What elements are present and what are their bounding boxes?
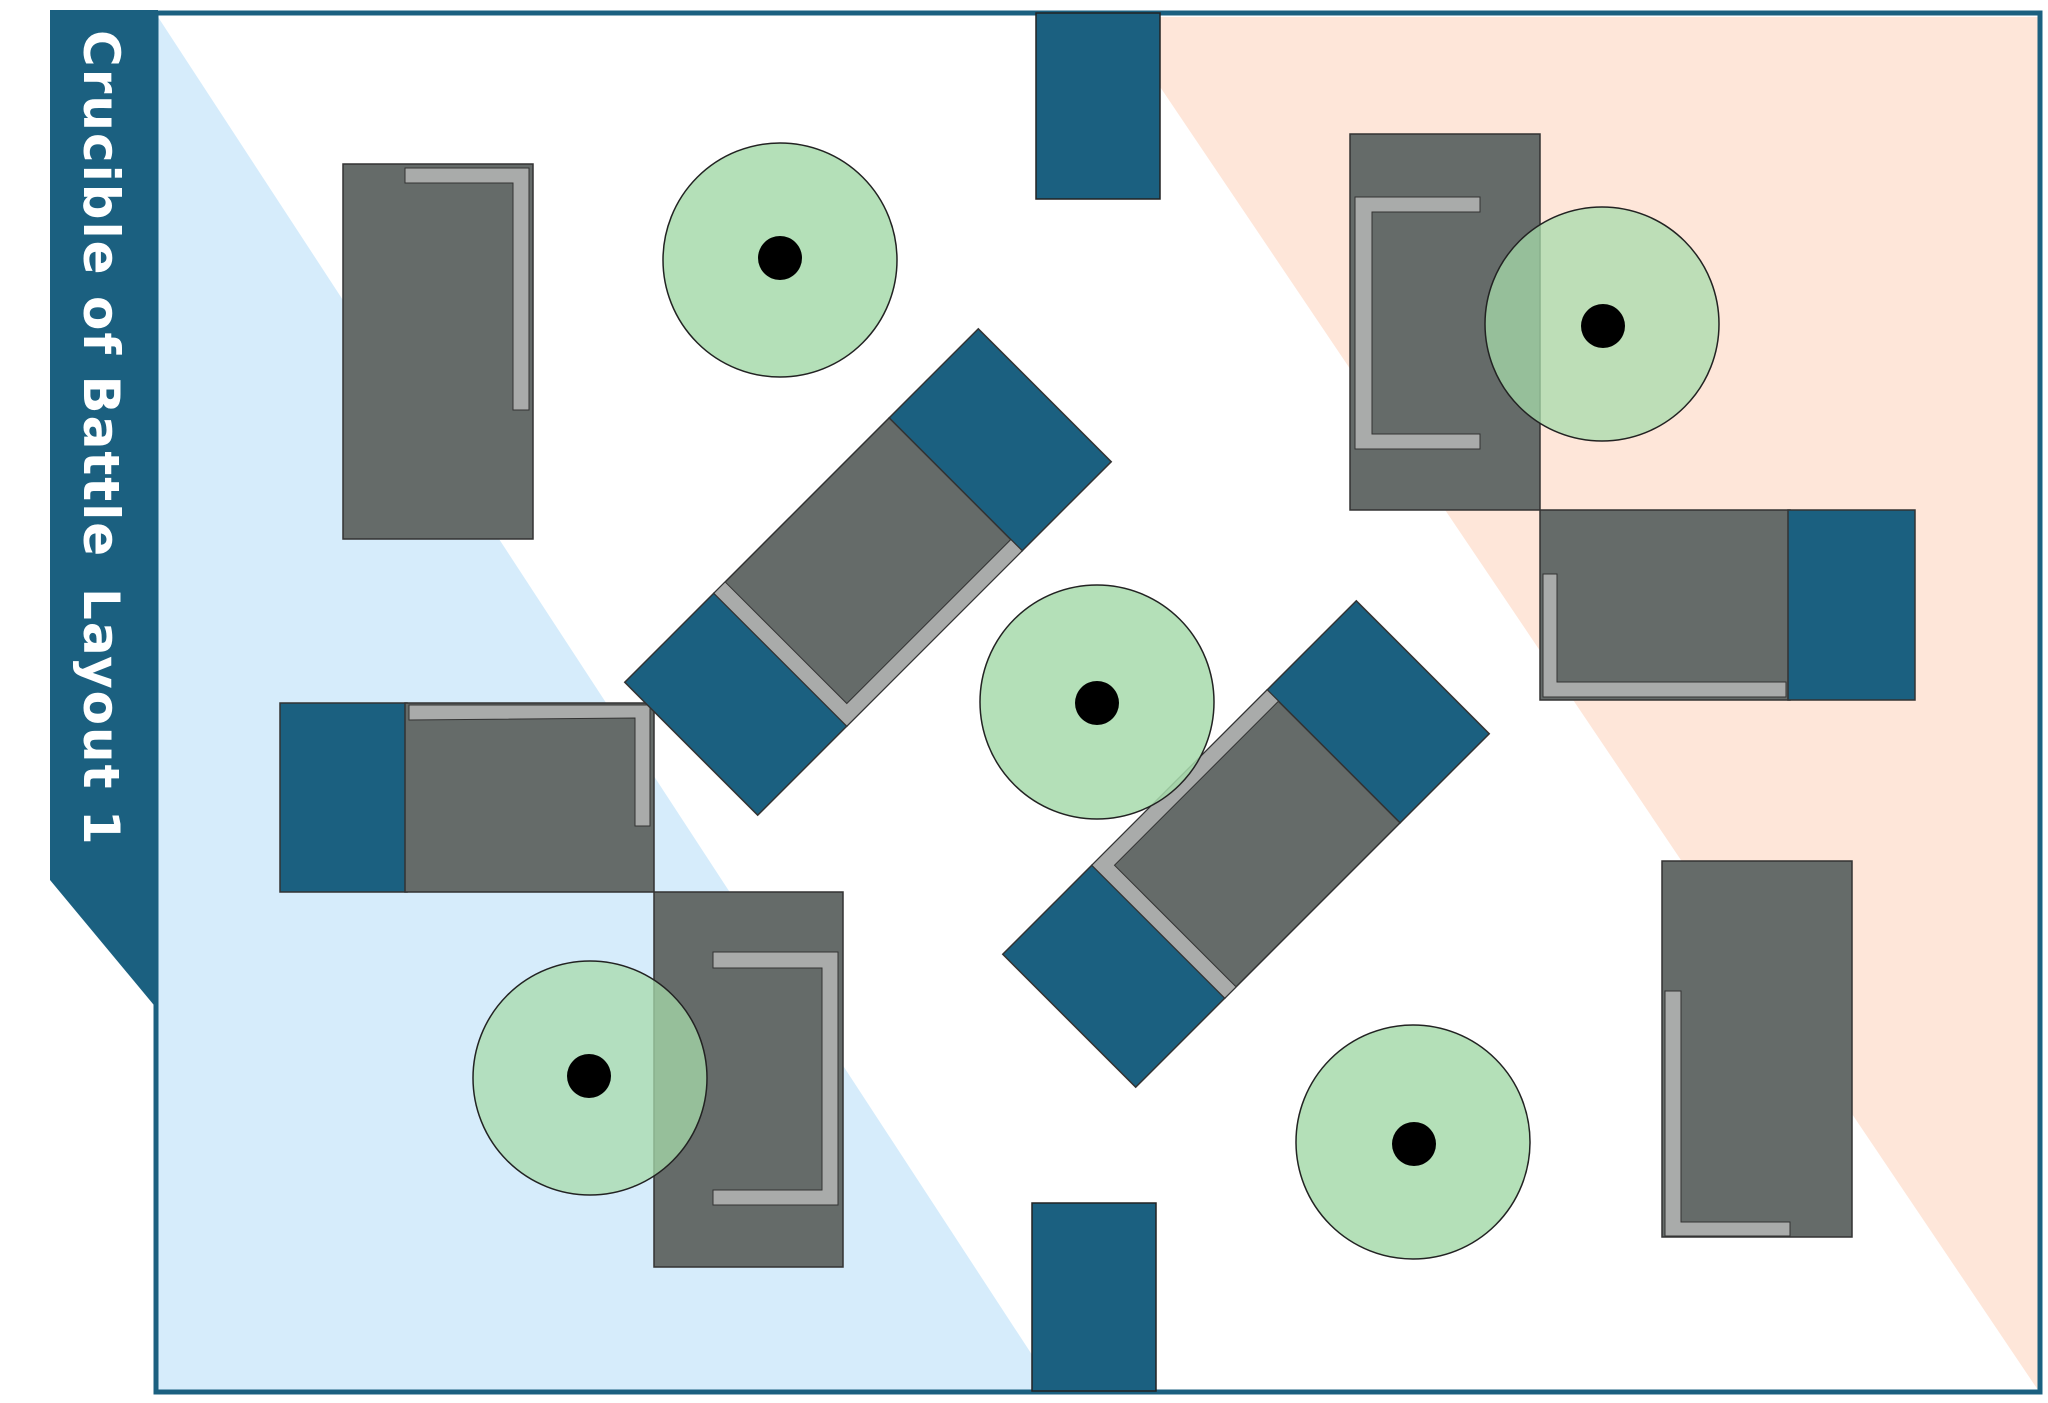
blocker-bottom-center [1031, 1202, 1157, 1392]
map-title: Crucible of Battle [72, 30, 130, 558]
ruin-top-left [342, 163, 534, 540]
objective-marker [758, 236, 802, 280]
blocker-top-center [1035, 12, 1161, 200]
title-banner-shape [50, 10, 158, 1010]
ruin-mid-right [1539, 509, 1916, 701]
ruin-mid-left [279, 702, 655, 893]
objective-marker [1581, 304, 1625, 348]
objective-bottom-right [1295, 1024, 1531, 1260]
objective-bottom-left [472, 960, 708, 1196]
title-banner: Crucible of Battle Layout 1 [50, 10, 158, 1010]
objective-marker [1075, 681, 1119, 725]
ruin-top-right [1349, 133, 1541, 511]
objective-top-right [1484, 206, 1720, 442]
ruin-bottom-right [1661, 860, 1853, 1238]
objective-top-left [662, 142, 898, 378]
ruin-center-lower [1001, 599, 1491, 1089]
objective-marker [1392, 1122, 1436, 1166]
objective-marker [567, 1054, 611, 1098]
ruin-center-upper [623, 327, 1113, 817]
objective-center [979, 584, 1215, 820]
layout-label: Layout 1 [72, 588, 130, 847]
